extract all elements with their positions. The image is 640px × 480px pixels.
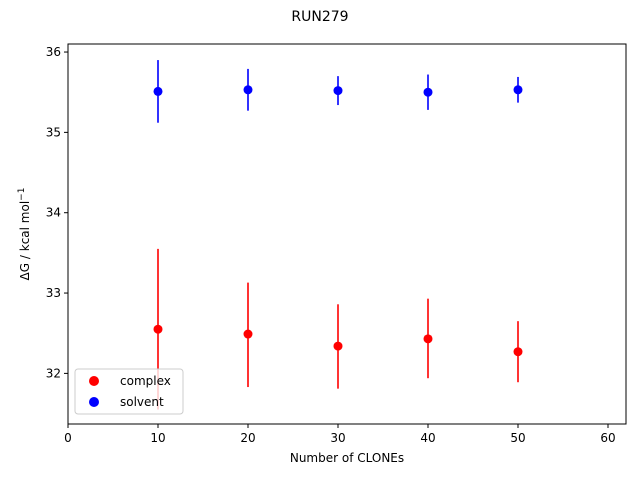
legend-label-complex: complex — [120, 374, 171, 388]
legend: complex solvent — [74, 368, 184, 415]
legend-label-solvent: solvent — [120, 395, 164, 409]
data-point — [153, 324, 163, 334]
y-axis-label-superscript: −1 — [17, 188, 27, 201]
x-axis-label: Number of CLONEs — [290, 451, 404, 465]
x-tick-label: 40 — [420, 431, 435, 445]
data-point — [333, 341, 343, 351]
x-tick-label: 50 — [510, 431, 525, 445]
y-tick-label: 33 — [46, 286, 61, 300]
data-point — [513, 85, 523, 95]
data-point — [153, 86, 163, 96]
x-tick-label: 30 — [330, 431, 345, 445]
y-axis-label-main: ΔG / kcal mol — [18, 201, 32, 281]
data-point — [333, 86, 343, 96]
data-point — [243, 85, 253, 95]
series-solvent — [153, 60, 523, 123]
legend-marker-solvent — [89, 397, 99, 407]
x-tick-label: 20 — [240, 431, 255, 445]
y-tick-label: 36 — [46, 45, 61, 59]
y-axis: 32 33 34 35 36 — [46, 45, 68, 380]
x-tick-label: 60 — [600, 431, 615, 445]
y-tick-label: 32 — [46, 366, 61, 380]
x-tick-label: 10 — [150, 431, 165, 445]
x-tick-label: 0 — [64, 431, 72, 445]
x-axis: 0 10 20 30 40 50 60 — [64, 424, 616, 445]
plot-frame — [67, 43, 627, 425]
y-tick-label: 35 — [46, 125, 61, 139]
data-point — [243, 329, 253, 339]
legend-box — [74, 368, 184, 415]
data-point — [423, 87, 433, 97]
legend-marker-complex — [89, 376, 99, 386]
plot-area — [153, 60, 523, 410]
data-point — [423, 334, 433, 344]
y-axis-label: ΔG / kcal mol−1 — [17, 188, 32, 281]
y-tick-label: 34 — [46, 206, 61, 220]
data-point — [513, 347, 523, 357]
chart-title: RUN279 — [291, 9, 348, 25]
